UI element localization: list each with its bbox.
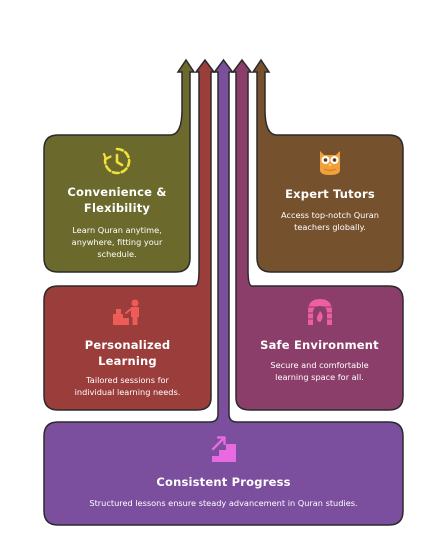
- person-blocks-icon: [112, 299, 139, 325]
- progress-card: Consistent Progress Structured lessons e…: [44, 422, 403, 525]
- convenience-description: Learn Quran anytime, anywhere, fitting y…: [71, 225, 163, 259]
- safe-block: [231, 58, 404, 411]
- expert-title: Expert Tutors: [285, 187, 375, 201]
- progress-description: Structured lessons ensure steady advance…: [89, 498, 358, 508]
- safe-card: Safe Environment Secure and comfortable …: [236, 286, 403, 410]
- personalized-description: Tailored sessions for individual learnin…: [74, 375, 181, 397]
- progress-block: [43, 58, 404, 526]
- convenience-title: Convenience & Flexibility: [67, 185, 167, 215]
- stairs-up-icon: [211, 436, 236, 462]
- expert-card: Expert Tutors Access top-notch Quran tea…: [257, 135, 403, 272]
- progress-title: Consistent Progress: [156, 475, 291, 489]
- convenience-card: Convenience & Flexibility Learn Quran an…: [44, 135, 190, 272]
- expert-description: Access top-notch Quran teachers globally…: [281, 210, 379, 232]
- personalized-block: [43, 58, 216, 411]
- clock-arrow-icon: [102, 147, 131, 175]
- owl-icon: [320, 151, 340, 175]
- convenience-block: [43, 58, 196, 273]
- fireplace-icon: [307, 299, 332, 325]
- personalized-card: Personalized Learning Tailored sessions …: [44, 286, 211, 410]
- personalized-title: Personalized Learning: [84, 338, 171, 368]
- safe-description: Secure and comfortable learning space fo…: [270, 360, 369, 382]
- safe-title: Safe Environment: [260, 338, 379, 352]
